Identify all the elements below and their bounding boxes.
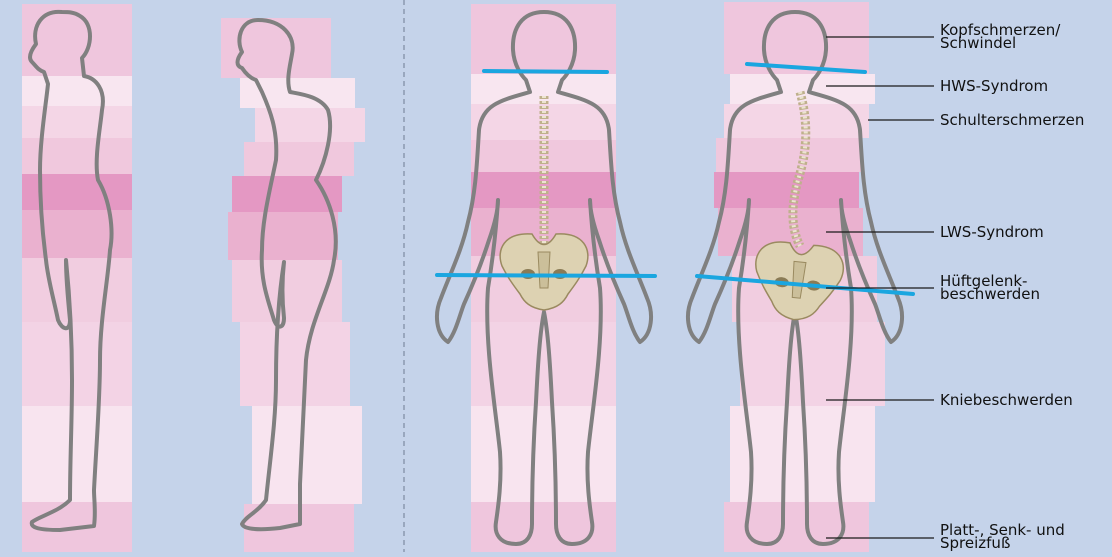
label-lumbar-spine-syndrome: LWS-Syndrom [940, 226, 1044, 239]
label-foot-deformities: Platt-, Senk- und Spreizfuß [940, 524, 1065, 550]
label-hip-joint-complaints: Hüftgelenk- beschwerden [940, 275, 1040, 301]
label-shoulder-pain: Schulterschmerzen [940, 114, 1084, 127]
label-cervical-spine-syndrome: HWS-Syndrom [940, 80, 1048, 93]
label-knee-complaints: Kniebeschwerden [940, 394, 1073, 407]
label-headache-dizziness: Kopfschmerzen/ Schwindel [940, 24, 1060, 50]
hip-alignment-line [437, 275, 655, 276]
shoulder-alignment-line [484, 71, 607, 72]
